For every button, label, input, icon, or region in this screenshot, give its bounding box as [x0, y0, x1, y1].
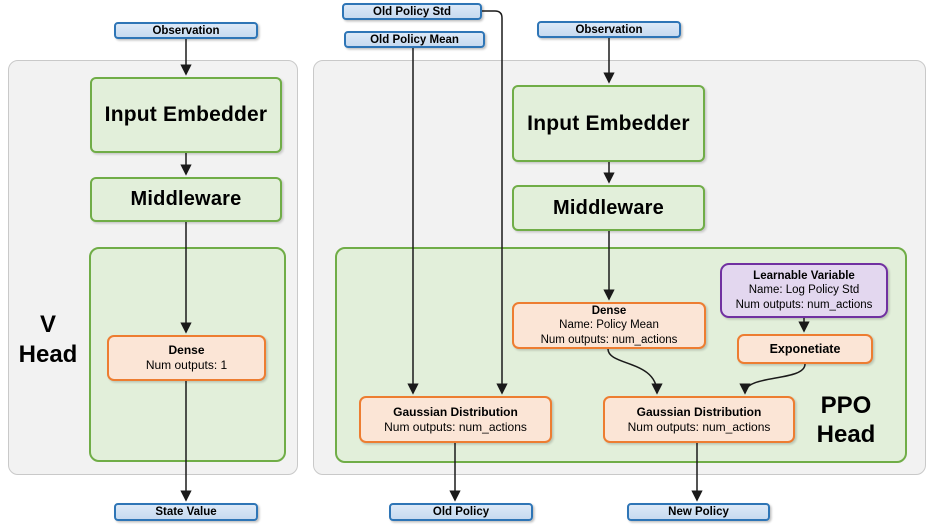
old-policy-node: Old Policy: [389, 503, 533, 521]
input-embedder-label-ppo: Input Embedder: [527, 111, 690, 135]
observation-node-v: Observation: [114, 22, 258, 39]
learnable-variable-node: Learnable Variable Name: Log Policy Std …: [720, 263, 888, 318]
dense-title-v: Dense: [168, 343, 205, 357]
old-policy-mean-label: Old Policy Mean: [370, 33, 459, 46]
ppo-head-label-line2: Head: [816, 421, 876, 448]
gaussian-distribution-new-node: Gaussian Distribution Num outputs: num_a…: [603, 396, 795, 443]
gaussian-old-title: Gaussian Distribution: [393, 404, 518, 419]
exponetiate-node: Exponetiate: [737, 334, 873, 364]
dense-title-ppo: Dense: [591, 304, 627, 317]
state-value-label: State Value: [155, 506, 217, 518]
dense-node-v: Dense Num outputs: 1: [107, 335, 266, 381]
dense-policy-mean-node: Dense Name: Policy Mean Num outputs: num…: [512, 302, 706, 349]
old-policy-std-node: Old Policy Std: [342, 3, 482, 20]
old-policy-std-label: Old Policy Std: [373, 5, 451, 18]
v-head-label-line1: V: [39, 311, 56, 338]
new-policy-label: New Policy: [668, 506, 729, 518]
v-head-label: V Head: [8, 310, 88, 370]
ppo-head-label: PPO Head: [804, 391, 888, 449]
learnable-variable-outputs: Num outputs: num_actions: [735, 298, 873, 311]
dense-outputs-ppo: Num outputs: num_actions: [540, 333, 678, 346]
gaussian-old-outputs: Num outputs: num_actions: [384, 419, 527, 434]
middleware-label-ppo: Middleware: [553, 196, 664, 219]
dense-outputs-v: Num outputs: 1: [145, 358, 228, 372]
exponetiate-label: Exponetiate: [769, 342, 841, 356]
middleware-label-v: Middleware: [130, 188, 242, 210]
input-embedder-node-v: Input Embedder: [90, 77, 282, 153]
gaussian-distribution-old-node: Gaussian Distribution Num outputs: num_a…: [359, 396, 552, 443]
gaussian-new-title: Gaussian Distribution: [636, 404, 762, 419]
middleware-node-v: Middleware: [90, 177, 282, 222]
observation-label-v: Observation: [152, 24, 220, 37]
state-value-node: State Value: [114, 503, 258, 521]
learnable-variable-title: Learnable Variable: [753, 269, 855, 282]
gaussian-new-outputs: Num outputs: num_actions: [627, 419, 771, 434]
observation-label-ppo: Observation: [575, 23, 643, 36]
input-embedder-node-ppo: Input Embedder: [512, 85, 705, 162]
observation-node-ppo: Observation: [537, 21, 681, 38]
ppo-head-label-line1: PPO: [820, 392, 872, 419]
dense-name-ppo: Name: Policy Mean: [559, 319, 659, 332]
middleware-node-ppo: Middleware: [512, 185, 705, 231]
new-policy-node: New Policy: [627, 503, 770, 521]
old-policy-label: Old Policy: [432, 506, 490, 518]
old-policy-mean-node: Old Policy Mean: [344, 31, 485, 48]
input-embedder-label-v: Input Embedder: [104, 103, 268, 126]
v-head-label-line2: Head: [18, 341, 78, 368]
learnable-variable-name: Name: Log Policy Std: [748, 284, 860, 297]
